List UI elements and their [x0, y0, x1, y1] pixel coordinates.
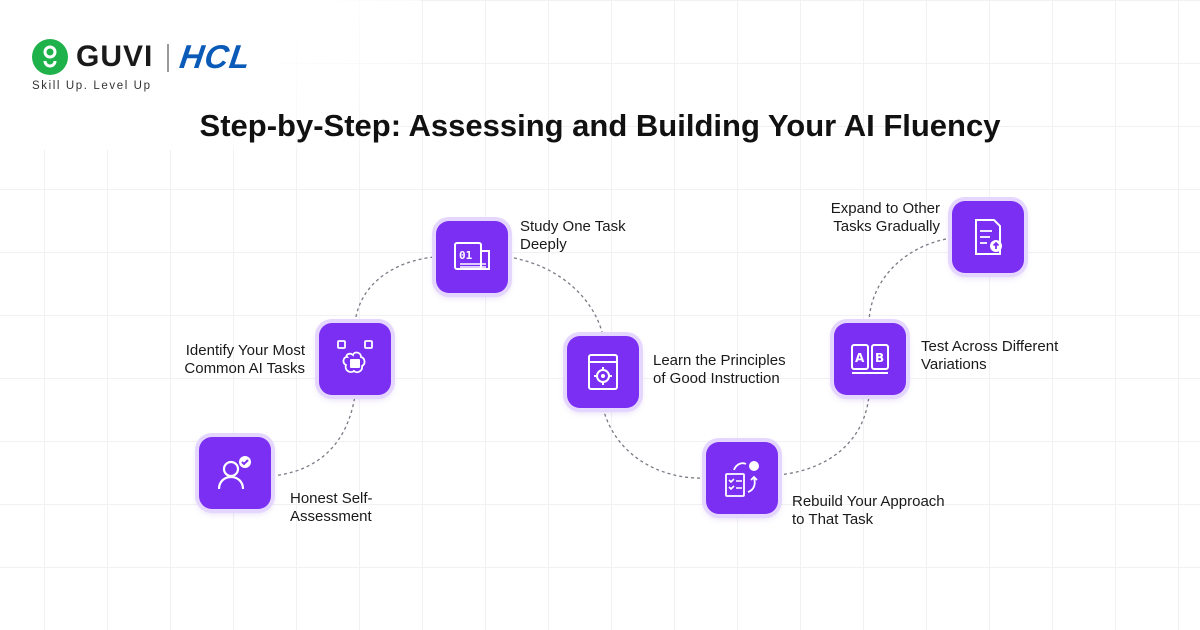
connector-1-2 [271, 394, 356, 477]
guvi-wordmark: GUVI [76, 40, 154, 73]
step-2-label: Identify Your Most Common AI Tasks [184, 342, 305, 377]
connector-4-5 [602, 407, 707, 479]
connector-2-3 [354, 256, 436, 324]
step-4-label: Learn the Principles of Good Instruction [653, 352, 786, 387]
svg-text:01: 01 [459, 249, 473, 262]
connector-3-4 [507, 256, 604, 337]
gear-document-icon [588, 354, 618, 390]
brain-chip-icon [337, 340, 373, 374]
grid-fade [0, 0, 420, 150]
step-7-label: Expand to Other Tasks Gradually [830, 200, 940, 235]
step-1-label: Honest Self- Assessment [290, 490, 373, 525]
guvi-logo-icon [32, 39, 68, 75]
document-study-icon: 01 [454, 242, 490, 270]
checklist-rebuild-icon [725, 461, 759, 497]
brand-logo: GUVI HCL Skill Up. Level Up [32, 36, 332, 96]
step-3-label: Study One Task Deeply [520, 218, 626, 253]
step-5-node [706, 442, 778, 514]
logo-divider [167, 44, 169, 72]
connector-5-6 [777, 394, 870, 476]
step-6-node: A B [834, 323, 906, 395]
brand-tagline: Skill Up. Level Up [32, 80, 152, 92]
list-upload-icon [975, 219, 1002, 255]
step-3-node: 01 [436, 221, 508, 293]
svg-text:B: B [875, 351, 884, 365]
connector-6-7 [868, 237, 953, 324]
step-1-node [199, 437, 271, 509]
svg-text:A: A [855, 351, 865, 365]
step-6-label: Test Across Different Variations [921, 338, 1059, 373]
step-5-label: Rebuild Your Approach to That Task [792, 493, 945, 528]
step-7-node [952, 201, 1024, 273]
page-title: Step-by-Step: Assessing and Building You… [199, 108, 1001, 143]
step-4-node [567, 336, 639, 408]
person-check-icon [217, 456, 251, 490]
ab-test-icon: A B [851, 344, 889, 374]
step-2-node [319, 323, 391, 395]
